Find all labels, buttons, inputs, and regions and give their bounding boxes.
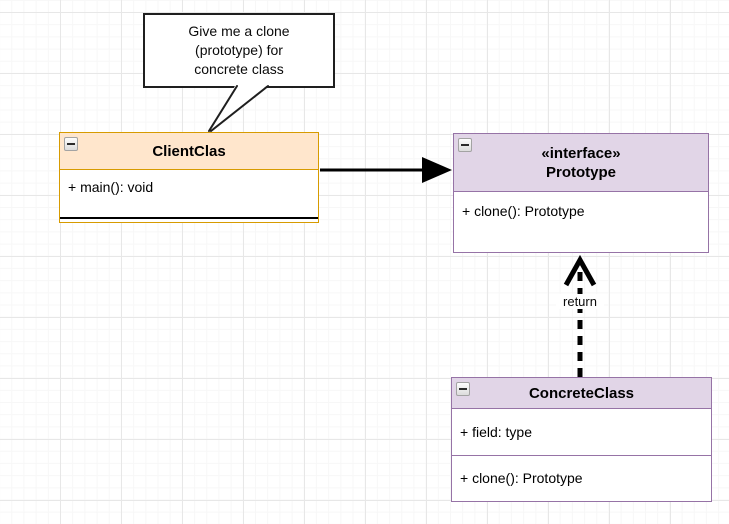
- stereotype-label: «interface»: [541, 144, 621, 162]
- class-member: + main(): void: [68, 179, 154, 195]
- collapse-button[interactable]: [458, 138, 472, 152]
- interface-prototype[interactable]: «interface» Prototype + clone(): Prototy…: [453, 133, 709, 253]
- empty-section: [60, 219, 318, 222]
- callout-bubble[interactable]: Give me a clone (prototype) for concrete…: [143, 13, 335, 88]
- minus-icon: [461, 144, 469, 146]
- class-member: + clone(): Prototype: [462, 203, 585, 219]
- class-concreteclass-header: ConcreteClass: [452, 378, 711, 409]
- minus-icon: [459, 388, 467, 390]
- callout-tail: [208, 84, 269, 132]
- callout-line: Give me a clone: [188, 23, 290, 39]
- class-clientclas[interactable]: ClientClas + main(): void: [59, 132, 319, 223]
- class-title: ConcreteClass: [528, 384, 635, 402]
- interface-prototype-header: «interface» Prototype: [454, 134, 708, 192]
- section-divider: [60, 217, 318, 219]
- class-method: + clone(): Prototype: [452, 454, 711, 502]
- class-field: + field: type: [460, 423, 532, 440]
- class-title: ClientClas: [152, 142, 226, 160]
- class-concreteclass[interactable]: ConcreteClass + field: type + clone(): P…: [451, 377, 712, 502]
- callout-line: concrete class: [194, 61, 284, 77]
- edge-client-to-prototype[interactable]: [320, 157, 452, 183]
- collapse-button[interactable]: [64, 137, 78, 151]
- minus-icon: [67, 143, 75, 145]
- class-clientclas-header: ClientClas: [60, 133, 318, 170]
- class-title: Prototype: [545, 163, 616, 181]
- callout-line: (prototype) for: [195, 42, 283, 58]
- edge-label-return[interactable]: return: [556, 294, 604, 309]
- collapse-button[interactable]: [456, 382, 470, 396]
- edge-concrete-to-prototype[interactable]: [563, 254, 597, 377]
